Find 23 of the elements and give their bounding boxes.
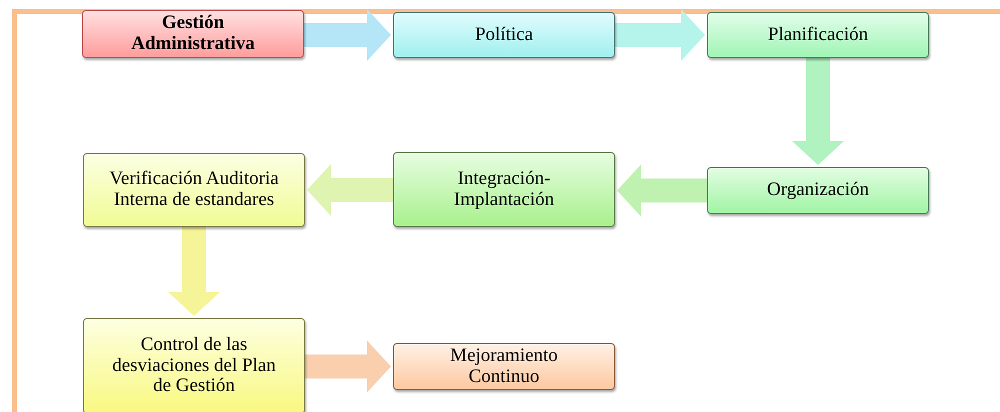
process-box	[707, 167, 929, 214]
block-arrow	[617, 164, 707, 216]
block-arrow	[792, 58, 844, 165]
box-label: Planificación	[768, 24, 868, 46]
process-box	[83, 318, 305, 412]
block-arrow	[304, 9, 391, 61]
box-label: Integración- Implantación	[452, 168, 556, 210]
box-label: Política	[474, 24, 534, 46]
block-arrow	[307, 164, 393, 216]
box-label: Mejoramiento Continuo	[449, 346, 559, 388]
box-label: Organización	[767, 180, 869, 201]
block-arrow	[305, 340, 391, 392]
process-box	[83, 153, 305, 227]
box-label: Verificación Auditoria Interna de estandares	[108, 169, 280, 211]
process-box	[82, 10, 304, 58]
box-label: Gestión Administrativa	[130, 13, 256, 55]
block-arrow	[168, 227, 220, 316]
process-box	[393, 152, 615, 227]
process-box	[393, 343, 615, 390]
process-box	[707, 12, 929, 58]
block-arrow	[615, 9, 705, 61]
process-box	[393, 12, 615, 58]
box-label: Control de las desviaciones del Plan de Gestión	[112, 334, 276, 398]
